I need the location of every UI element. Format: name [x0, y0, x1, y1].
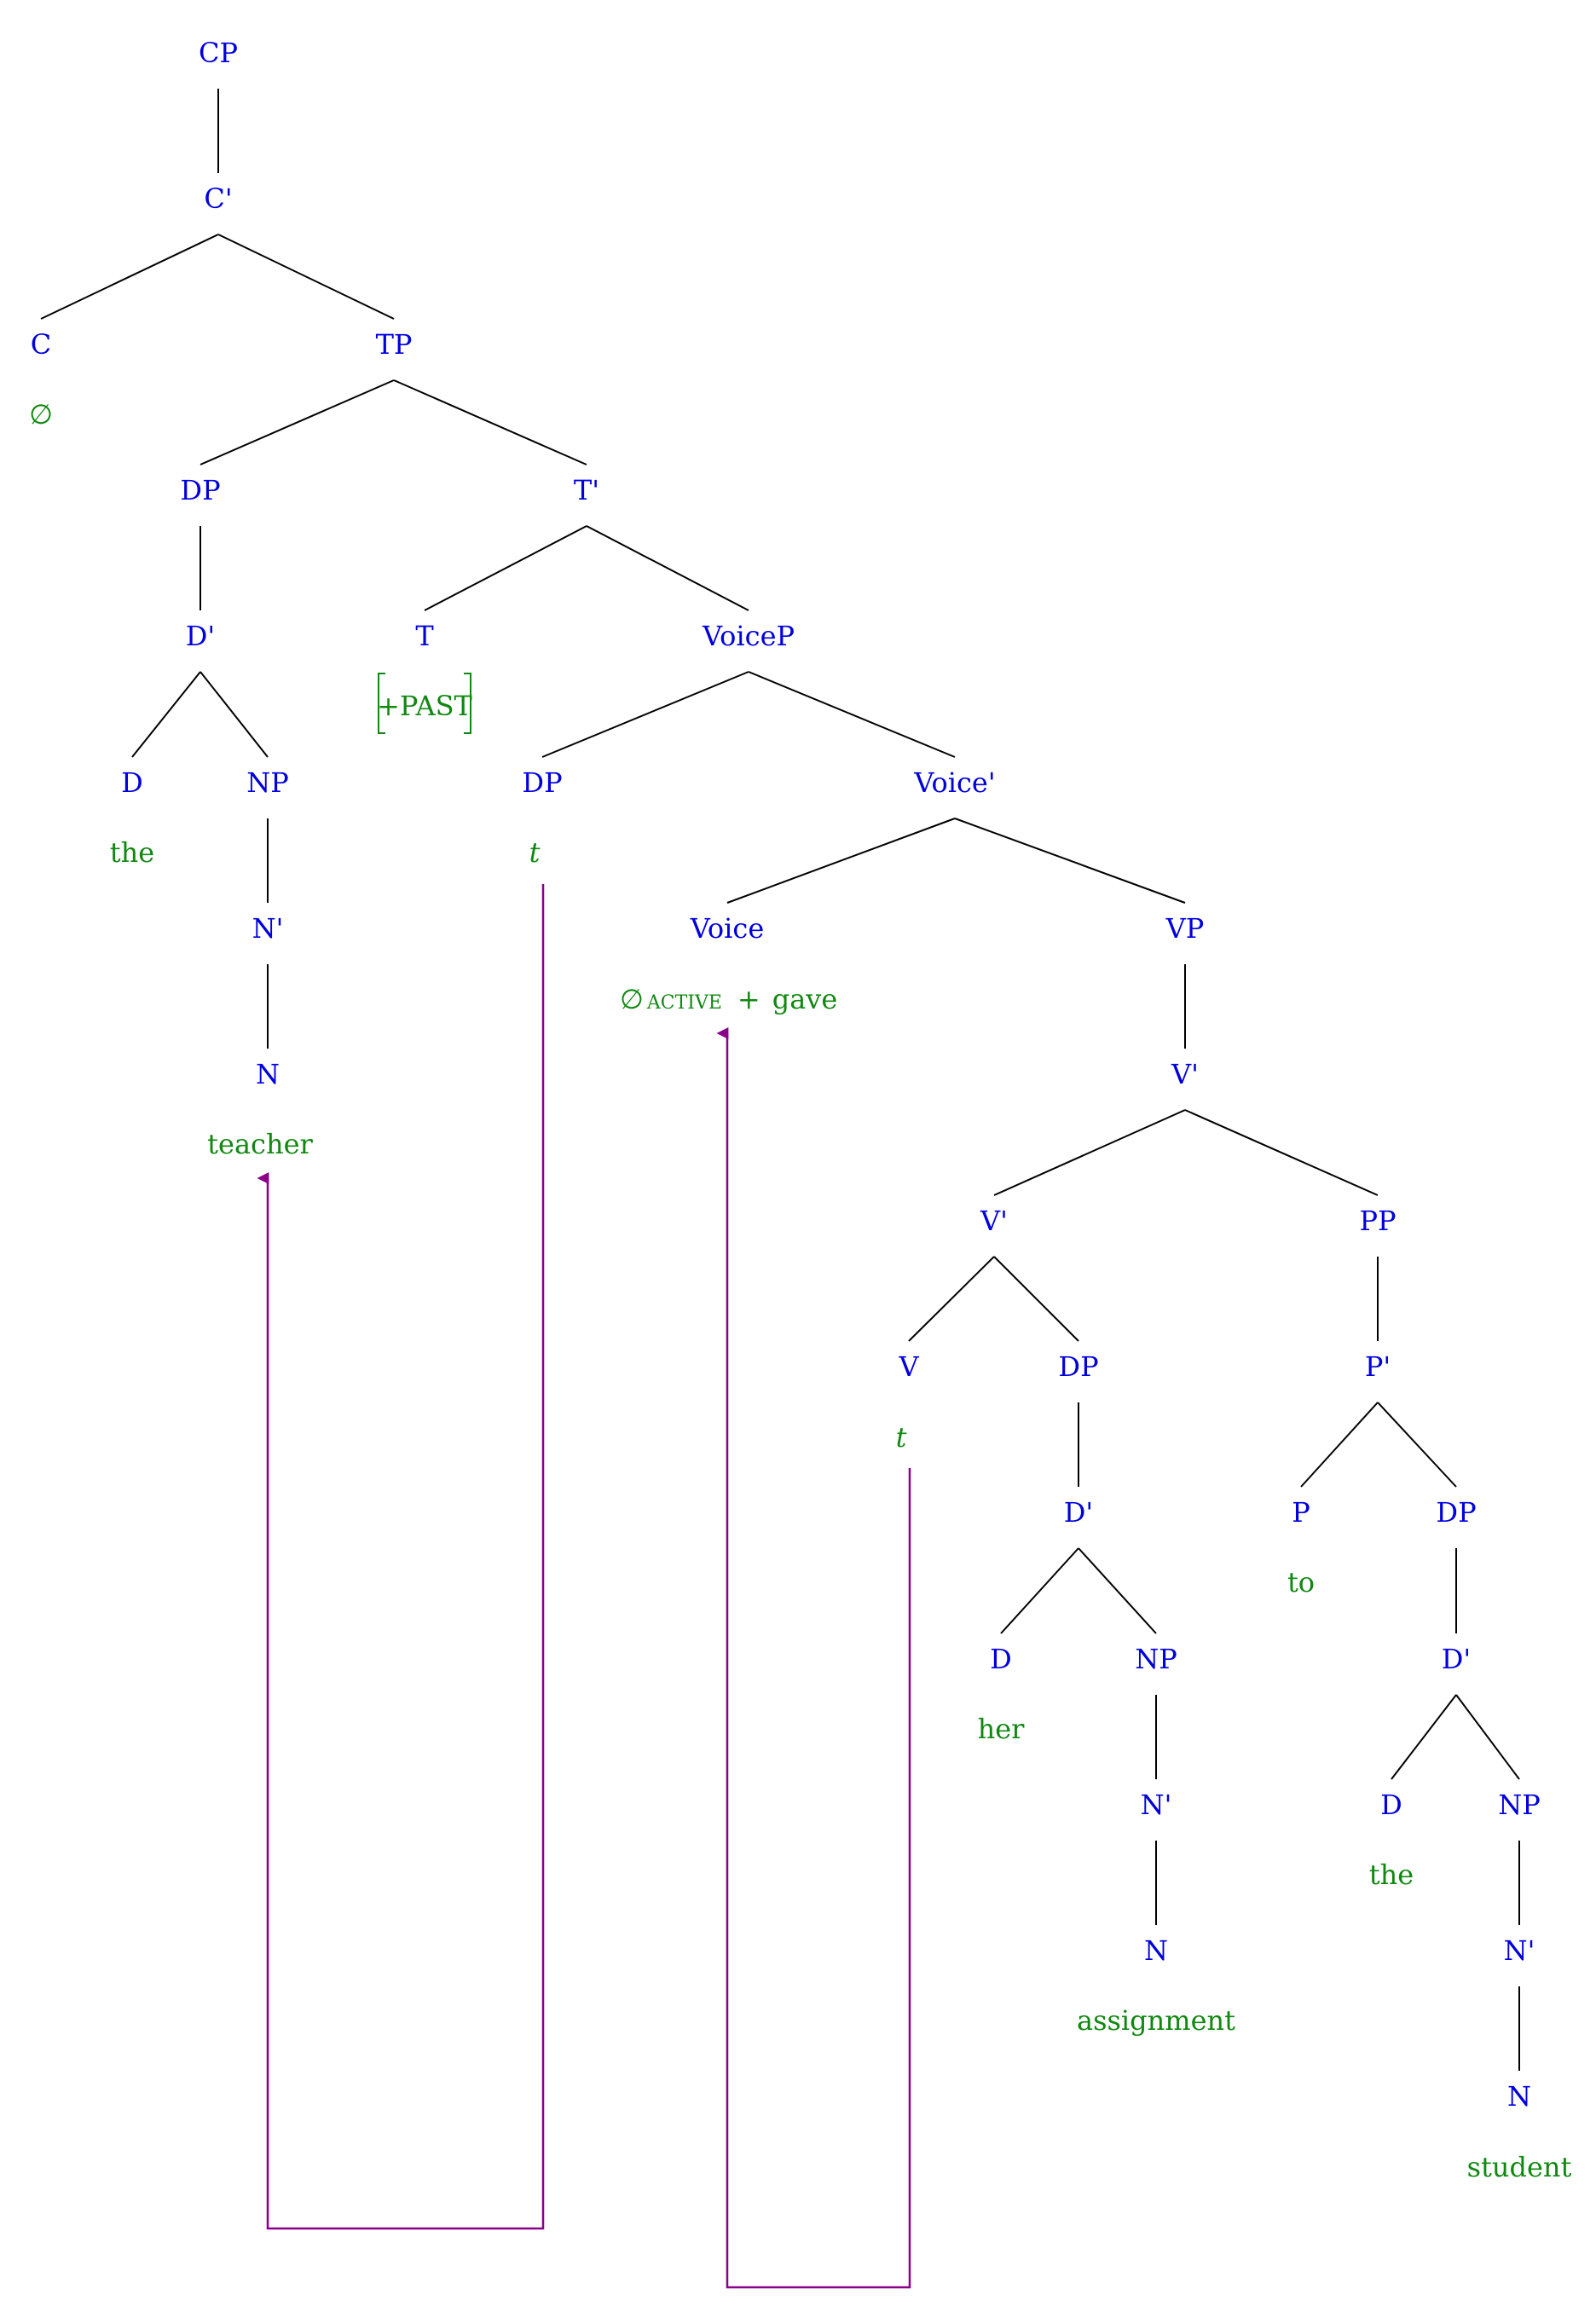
edge-D1_obj-NP_obj — [1078, 1547, 1157, 1634]
edge-TP-T1 — [393, 379, 587, 465]
node-dp-subj: DP — [180, 474, 220, 506]
node-t-subj: t — [529, 836, 541, 869]
edge-TP-DP_subj — [200, 379, 395, 465]
node-assignment: assignment — [1077, 2004, 1235, 2037]
node-t-verb: t — [896, 1421, 907, 1454]
node-n-subj: N — [256, 1058, 280, 1090]
edge-Voice1-VP — [954, 818, 1186, 904]
node-dp-pp: DP — [1436, 1496, 1476, 1529]
edge-T1-VoiceP — [586, 525, 749, 611]
node-past: +PAST — [377, 690, 472, 722]
edge-V1_low-DP_obj — [993, 1256, 1079, 1342]
node-n1-obj: N' — [1141, 1789, 1172, 1821]
node-the-2: the — [1369, 1858, 1414, 1891]
edge-P1-DP_pp — [1377, 1402, 1457, 1488]
node-d1-subj: D' — [186, 620, 215, 652]
node-teacher: teacher — [207, 1128, 313, 1160]
edge-P1-P — [1300, 1402, 1379, 1488]
node-d1-pp: D' — [1442, 1643, 1471, 1675]
node-student: student — [1467, 2151, 1572, 2183]
movement-arrow-verb — [716, 1027, 911, 2289]
node-np-obj: NP — [1135, 1643, 1177, 1675]
edge-V1_low-V — [908, 1256, 995, 1342]
node-d-obj: D — [990, 1643, 1012, 1675]
edge-D1_subj-NP_subj — [200, 671, 269, 758]
node-voice1: Voice' — [913, 766, 995, 799]
edge-V1_top-V1_low — [993, 1109, 1186, 1196]
node-to: to — [1287, 1566, 1315, 1598]
plus-sign: + — [737, 983, 760, 1015]
node-dp-trace: DP — [522, 766, 562, 799]
node-the-1: the — [110, 836, 154, 869]
node-her: her — [978, 1713, 1026, 1745]
node-d-pp: D — [1380, 1789, 1402, 1821]
node-np-pp: NP — [1498, 1789, 1541, 1821]
edge-D1_obj-D_obj — [1000, 1547, 1079, 1634]
edge-VoiceP-Voice1 — [748, 671, 956, 758]
movement-arrow-subject — [257, 884, 545, 2230]
edge-C1-TP — [217, 234, 395, 320]
node-c-null: ∅ — [29, 398, 53, 431]
node-p1: P' — [1365, 1350, 1391, 1383]
node-n1-subj: N' — [252, 912, 284, 945]
node-pp: PP — [1359, 1205, 1396, 1237]
voice-head-complex: ∅ACTIVE + gave — [620, 983, 837, 1015]
edge-D1_subj-D_subj — [131, 671, 201, 758]
edge-D1_pp-D_pp — [1391, 1694, 1457, 1780]
edge-T1-T — [424, 525, 587, 611]
edge-Voice1-Voice — [726, 818, 956, 904]
node-v: V — [898, 1350, 919, 1383]
node-c: C — [31, 328, 51, 361]
feature-bracket-right — [464, 673, 471, 734]
node-voice: Voice — [690, 912, 765, 945]
node-t1: T' — [574, 474, 599, 506]
edge-D1_pp-NP_pp — [1455, 1694, 1520, 1780]
node-n-pp: N — [1507, 2080, 1531, 2113]
node-voicep: VoiceP — [702, 620, 795, 652]
node-d1-obj: D' — [1064, 1496, 1093, 1529]
edge-VoiceP-DP_trace — [541, 671, 749, 758]
node-c1: C' — [204, 182, 232, 215]
node-n-obj: N — [1144, 1934, 1168, 1967]
active-subscript: ACTIVE — [646, 992, 722, 1014]
node-d-subj: D — [121, 766, 143, 799]
node-v1-low: V' — [980, 1205, 1008, 1237]
word-gave: gave — [772, 983, 838, 1015]
node-t: T — [415, 620, 434, 652]
null-morpheme-symbol: ∅ — [620, 983, 644, 1015]
edge-C1-C — [40, 234, 219, 320]
node-cp: CP — [199, 37, 238, 69]
tree-edges — [40, 89, 1520, 2071]
node-p: P — [1292, 1496, 1310, 1529]
tree-labels: CPC'C∅TPDPD'DtheNPN'NteacherT'T+PASTVoic… — [29, 37, 1571, 2183]
node-vp: VP — [1165, 912, 1205, 945]
movement-arrows — [257, 884, 911, 2289]
node-tp: TP — [376, 328, 413, 361]
node-dp-obj: DP — [1058, 1350, 1098, 1383]
feature-bracket-left — [378, 673, 385, 734]
node-n1-pp: N' — [1504, 1934, 1535, 1967]
node-np-subj: NP — [246, 766, 289, 799]
edge-V1_top-PP — [1184, 1109, 1379, 1196]
node-v1-top: V' — [1171, 1058, 1199, 1090]
